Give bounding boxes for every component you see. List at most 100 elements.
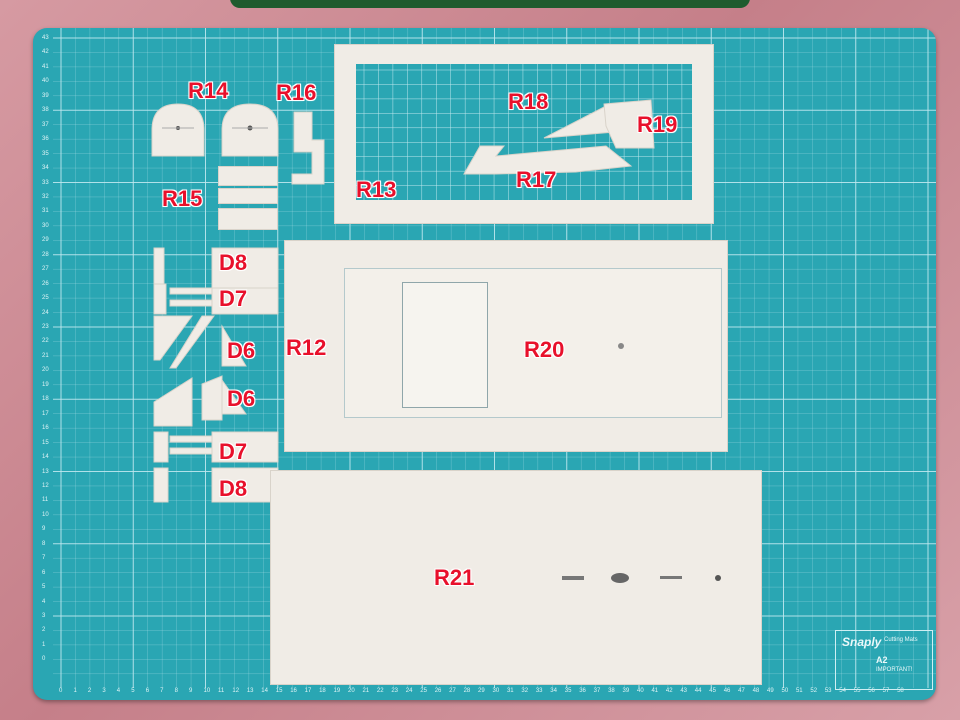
logo-notice: IMPORTANT! <box>876 667 913 673</box>
bottom-ruler-number: 38 <box>608 688 615 694</box>
left-ruler-number: 38 <box>42 107 49 114</box>
left-ruler-number: 35 <box>42 150 49 157</box>
bottom-ruler-number: 17 <box>304 688 312 694</box>
logo-subtitle: Cutting Mats <box>884 637 918 643</box>
r17-r18-r19-parts <box>463 99 655 175</box>
bottom-ruler-number: 37 <box>593 688 601 694</box>
left-ruler-number: 15 <box>42 439 49 446</box>
bottom-ruler-number: 8 <box>174 688 178 694</box>
bottom-ruler-number: 14 <box>261 688 268 694</box>
label-r19: R19 <box>636 112 678 137</box>
bottom-ruler-number: 35 <box>564 688 572 694</box>
bottom-ruler-number: 44 <box>694 688 702 694</box>
r14-parts <box>151 103 279 157</box>
bottom-ruler-number: 36 <box>579 688 586 694</box>
bottom-ruler-number: 40 <box>637 688 644 694</box>
left-ruler-number: 37 <box>42 121 49 128</box>
bottom-ruler-number: 47 <box>738 688 745 694</box>
d-parts <box>153 247 279 503</box>
bottom-ruler-number: 58 <box>897 688 904 694</box>
left-ruler-number: 36 <box>42 136 49 143</box>
label-r15: R15 <box>161 186 203 211</box>
bottom-ruler-number: 12 <box>232 688 240 694</box>
r15-strip-2 <box>218 188 278 204</box>
bottom-ruler-number: 52 <box>810 688 818 694</box>
left-ruler-number: 18 <box>42 396 49 403</box>
left-ruler-number: 14 <box>42 454 49 461</box>
left-ruler-number: 32 <box>42 193 49 200</box>
left-ruler-number: 3 <box>42 613 46 619</box>
left-ruler-number: 1 <box>42 641 46 648</box>
left-ruler-number: 8 <box>42 540 46 547</box>
bottom-ruler-number: 48 <box>752 688 760 694</box>
bottom-ruler-number: 4 <box>116 688 121 694</box>
left-ruler-number: 29 <box>42 237 49 244</box>
bottom-ruler-number: 43 <box>680 688 688 694</box>
bottom-ruler-number: 5 <box>131 688 135 694</box>
bottom-ruler-number: 20 <box>348 688 355 694</box>
left-ruler-number: 6 <box>42 569 46 576</box>
left-ruler-number: 39 <box>42 92 49 99</box>
left-ruler-number: 41 <box>42 63 49 70</box>
bottom-ruler-number: 30 <box>492 688 500 694</box>
bottom-ruler-number: 6 <box>145 688 150 694</box>
bottom-ruler-number: 53 <box>824 688 832 694</box>
left-ruler-number: 22 <box>42 338 49 345</box>
bottom-ruler-number: 39 <box>622 688 630 694</box>
bottom-ruler-number: 10 <box>203 688 211 694</box>
r21-marks <box>562 573 721 583</box>
bottom-ruler-number: 54 <box>839 688 846 694</box>
bottom-ruler-number: 23 <box>391 688 399 694</box>
label-r14: R14 <box>187 78 229 103</box>
logo-brand: Snaply <box>842 635 882 649</box>
left-ruler-number: 23 <box>42 324 49 330</box>
bottom-ruler-number: 56 <box>868 688 875 694</box>
left-ruler-number: 12 <box>42 482 49 489</box>
bottom-ruler-number: 49 <box>767 688 774 694</box>
bottom-ruler-number: 13 <box>246 688 254 694</box>
bottom-ruler-number: 15 <box>275 688 283 694</box>
bottom-ruler-number: 29 <box>478 688 485 694</box>
r16-part <box>291 111 325 185</box>
bottom-ruler-number: 28 <box>463 688 471 694</box>
r15-strip-1 <box>218 166 278 186</box>
label-r18: R18 <box>507 89 549 114</box>
left-ruler-number: 13 <box>42 468 49 475</box>
left-ruler-number: 28 <box>42 251 49 258</box>
label-d6-top: D6 <box>226 338 256 363</box>
bottom-ruler-number: 51 <box>795 688 803 694</box>
left-ruler-number: 5 <box>42 584 46 591</box>
left-ruler-number: 2 <box>42 627 46 634</box>
label-r12: R12 <box>285 335 327 360</box>
bottom-ruler-number: 57 <box>882 688 890 694</box>
bottom-ruler-number: 34 <box>550 688 557 694</box>
label-d7-bottom: D7 <box>218 439 248 464</box>
logo-size: A2 <box>876 655 888 665</box>
left-ruler-number: 7 <box>42 555 46 562</box>
bottom-ruler-number: 31 <box>506 688 514 694</box>
label-d8-bottom: D8 <box>218 476 248 501</box>
label-d6-bottom: D6 <box>226 386 256 411</box>
bottom-ruler-number: 25 <box>420 688 427 694</box>
bottom-ruler-number: 2 <box>87 688 92 694</box>
snaply-mat-logo: Snaply Cutting Mats A2 IMPORTANT! <box>835 630 933 690</box>
left-ruler-number: 34 <box>42 165 49 172</box>
bottom-ruler-number: 50 <box>781 688 789 694</box>
bottom-ruler-number: 33 <box>535 688 543 694</box>
bottom-ruler-number: 7 <box>160 688 164 694</box>
green-mat-edge <box>230 0 750 8</box>
left-ruler-number: 25 <box>42 295 49 302</box>
left-ruler-number: 42 <box>42 49 49 56</box>
bottom-ruler-number: 16 <box>290 688 297 694</box>
left-ruler-number: 20 <box>42 367 49 374</box>
left-ruler-number: 21 <box>42 352 49 359</box>
left-ruler-number: 33 <box>42 179 49 186</box>
bottom-ruler-number: 46 <box>723 688 731 694</box>
label-d8-top: D8 <box>218 250 248 275</box>
left-ruler-number: 31 <box>42 208 49 215</box>
bottom-ruler-number: 18 <box>319 688 326 694</box>
left-ruler-number: 30 <box>42 222 49 229</box>
left-ruler-number: 0 <box>42 656 46 663</box>
left-ruler-number: 43 <box>42 35 49 41</box>
r20-hole <box>618 343 624 349</box>
